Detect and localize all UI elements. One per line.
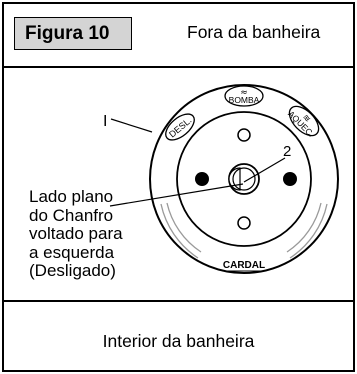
indicator-left	[195, 172, 209, 186]
callout-1-number: I	[103, 113, 107, 130]
brand-label: CARDAL	[223, 260, 265, 271]
center-shaft	[232, 167, 256, 191]
callout-2-line	[243, 157, 286, 183]
annotation-line: Lado plano	[29, 187, 114, 206]
indicator-right	[283, 172, 297, 186]
inside-tub-label: Interior da banheira	[102, 331, 255, 351]
figure-footer: Interior da banheira	[4, 300, 353, 372]
annotation-line: a esquerda	[29, 242, 115, 262]
aquec-button	[288, 105, 320, 137]
bomba-label: BOMBA	[229, 95, 260, 105]
annotation-text: Lado plano do Chanfro voltado para a esq…	[29, 187, 123, 281]
indicator-top	[237, 128, 251, 142]
callout-2-number: 2	[283, 143, 291, 160]
figure-frame: Figura 10 Fora da banheira Interior da b…	[2, 2, 355, 372]
bomba-symbol: ≈	[240, 88, 248, 98]
figure-header: Figura 10 Fora da banheira	[4, 4, 353, 68]
annotation-line: do Chanfro	[29, 205, 114, 225]
annotation-leader-line	[109, 183, 244, 207]
bomba-button	[224, 85, 264, 107]
indicator-bottom	[237, 216, 251, 230]
arc-right-outer	[289, 203, 328, 259]
outside-tub-label: Fora da banheira	[187, 22, 321, 42]
arc-left-outer	[160, 203, 199, 259]
annotation-line: (Desligado)	[29, 261, 116, 280]
arc-left-inner	[166, 202, 202, 253]
figure-label: Figura 10	[14, 17, 132, 50]
arc-right-inner	[286, 202, 322, 253]
callout-1-line	[110, 118, 153, 133]
desl-button	[165, 113, 195, 141]
annotation-line: voltado para	[29, 224, 123, 243]
